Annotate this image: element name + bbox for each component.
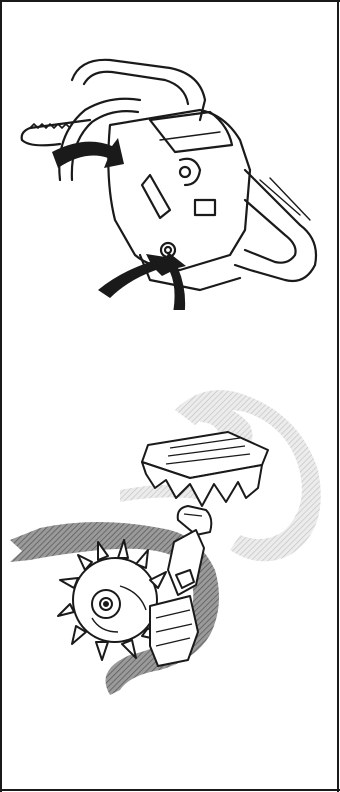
chainsaw-icon <box>0 40 340 310</box>
frame-bottom-border <box>0 789 340 791</box>
chainsaw-figure <box>0 40 340 310</box>
cooling-system-diagram <box>0 370 340 700</box>
frame-top-border <box>0 0 340 2</box>
cooling-system-figure <box>0 370 340 700</box>
